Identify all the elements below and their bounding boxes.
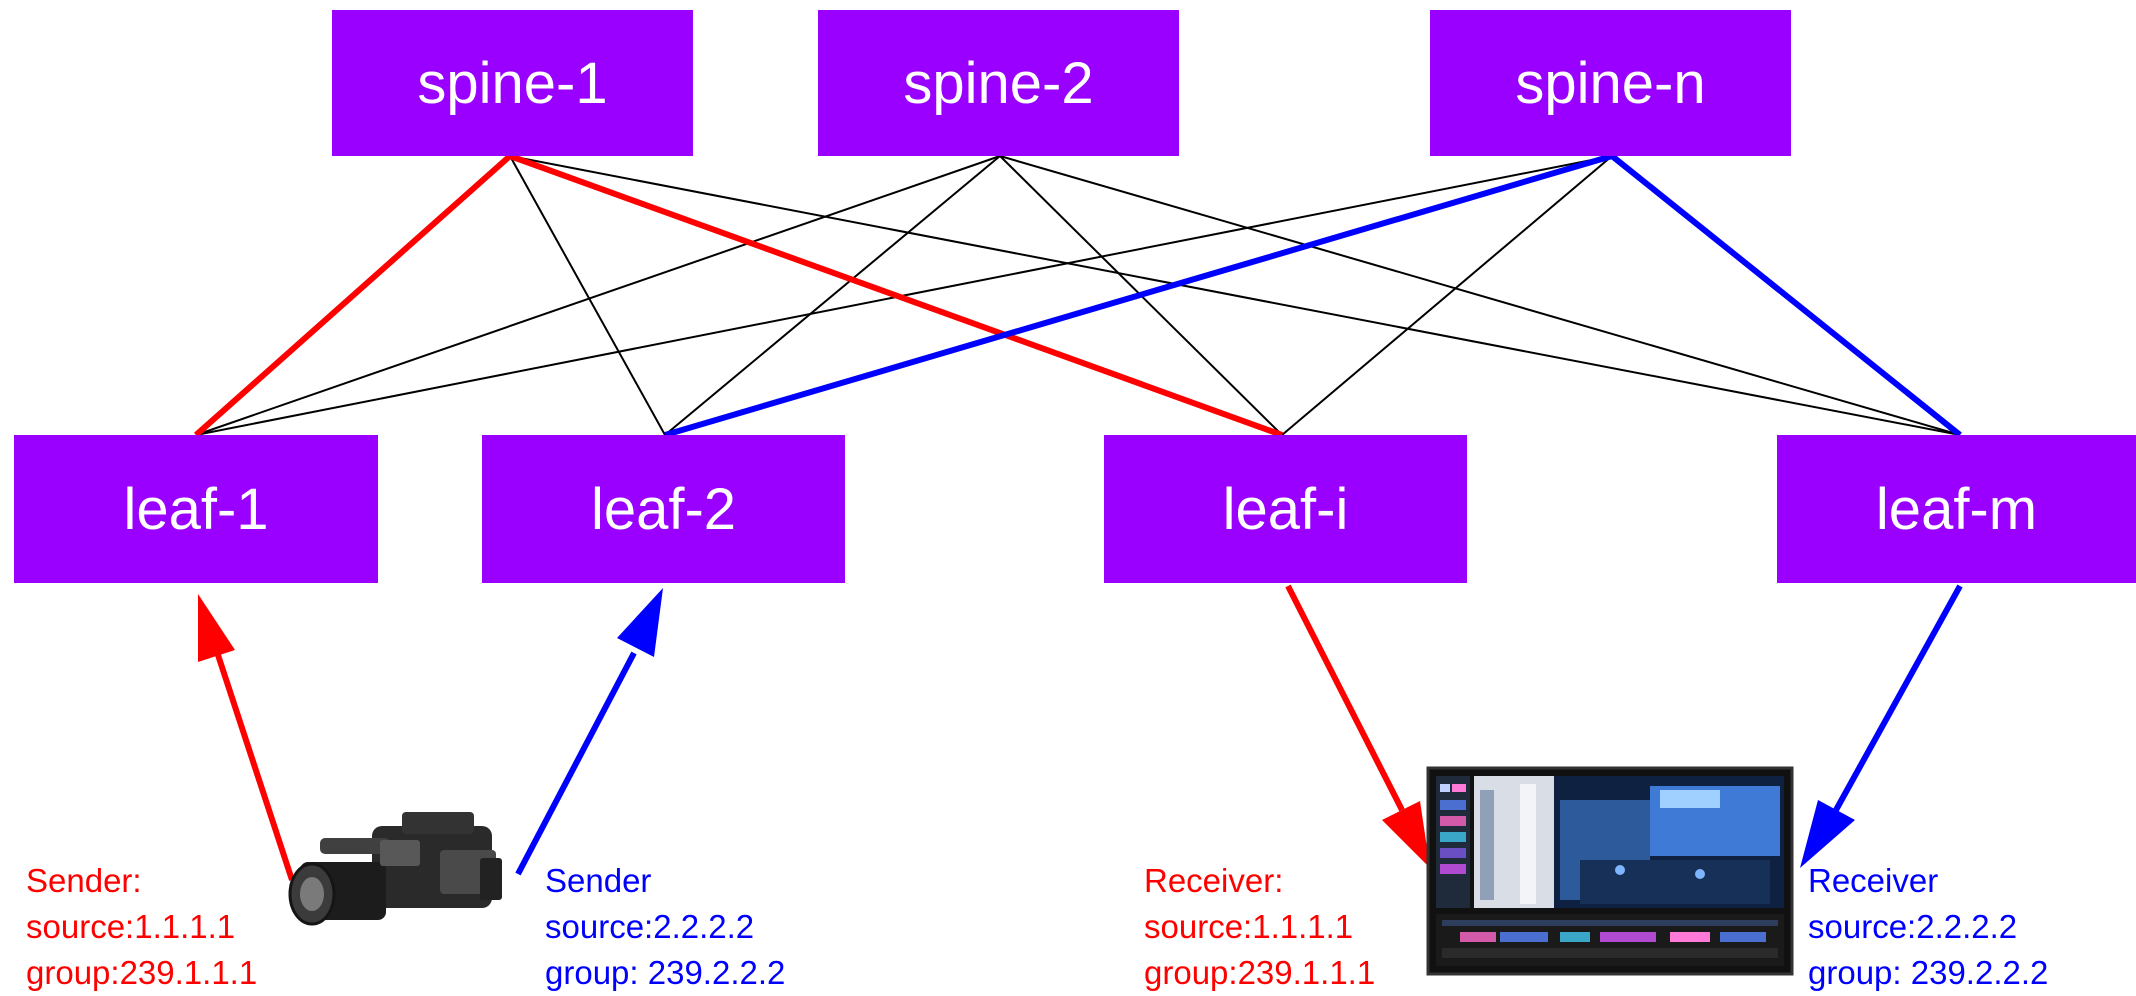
red-sender-source: source:1.1.1.1	[26, 908, 236, 945]
link-spine-2-leaf-m	[999, 155, 1961, 436]
red-flow-path	[194, 153, 1284, 438]
blue-flow-path	[664, 153, 1962, 438]
blue-sender-arrowhead	[617, 588, 663, 657]
blue-receiver-arrowhead	[1800, 800, 1855, 868]
blue-sender-arrow-shaft	[515, 651, 637, 876]
link-spine-2-leaf-1	[195, 155, 1001, 436]
spine-n-label: spine-n	[1515, 50, 1706, 116]
red-receiver-group: group:239.1.1.1	[1144, 954, 1376, 991]
link-spine-2-leaf-2	[664, 155, 1001, 436]
link-spine-1-leaf-m	[509, 155, 1961, 436]
leaf-i-label: leaf-i	[1222, 476, 1349, 542]
leaf-2-node: leaf-2	[482, 435, 845, 583]
blue-receiver-source: source:2.2.2.2	[1808, 908, 2018, 945]
blue-receiver-arrow-shaft	[1833, 584, 1963, 812]
blue-sender-group: group: 239.2.2.2	[545, 954, 786, 991]
red-receiver-label: Receiver: source:1.1.1.1 group:239.1.1.1	[1144, 858, 1375, 996]
red-receiver-title: Receiver:	[1144, 862, 1284, 899]
red-sender-arrow-shaft	[215, 654, 295, 881]
red-receiver-source: source:1.1.1.1	[1144, 908, 1354, 945]
red-link-leaf-1-spine-1	[194, 153, 512, 438]
spine-2-label: spine-2	[903, 50, 1094, 116]
blue-receiver-group: group: 239.2.2.2	[1808, 954, 2049, 991]
receiver-arrows	[1285, 584, 1963, 868]
video-monitor-icon	[1426, 766, 1794, 976]
blue-sender-source: source:2.2.2.2	[545, 908, 755, 945]
leaf-i-node: leaf-i	[1104, 435, 1467, 583]
leaf-m-node: leaf-m	[1777, 435, 2136, 583]
leaf-2-label: leaf-2	[590, 476, 737, 542]
leaf-m-label: leaf-m	[1875, 476, 2038, 542]
link-spine-n-leaf-i	[1281, 155, 1613, 436]
video-camera-icon	[288, 812, 502, 926]
link-spine-1-leaf-2	[509, 155, 666, 436]
red-sender-group: group:239.1.1.1	[26, 954, 258, 991]
spine-1-label: spine-1	[417, 50, 608, 116]
blue-receiver-label: Receiver source:2.2.2.2 group: 239.2.2.2	[1808, 858, 2048, 996]
spine-1-node: spine-1	[332, 10, 693, 156]
red-sender-arrowhead	[198, 594, 235, 662]
blue-sender-label: Sender source:2.2.2.2 group: 239.2.2.2	[545, 858, 785, 996]
red-sender-label: Sender: source:1.1.1.1 group:239.1.1.1	[26, 858, 257, 996]
blue-receiver-title: Receiver	[1808, 862, 1939, 899]
blue-link-leaf-2-spine-n	[664, 153, 1613, 438]
blue-link-spine-n-leaf-m	[1610, 153, 1962, 438]
red-receiver-arrow-shaft	[1285, 584, 1405, 812]
red-sender-title: Sender:	[26, 862, 142, 899]
leaf-1-label: leaf-1	[123, 476, 269, 542]
sender-arrows	[198, 588, 663, 881]
spine-n-node: spine-n	[1430, 10, 1791, 156]
leaf-1-node: leaf-1	[14, 435, 378, 583]
red-receiver-arrowhead	[1382, 801, 1430, 868]
blue-sender-title: Sender	[545, 862, 652, 899]
spine-2-node: spine-2	[818, 10, 1179, 156]
red-link-spine-1-leaf-i	[508, 153, 1284, 438]
